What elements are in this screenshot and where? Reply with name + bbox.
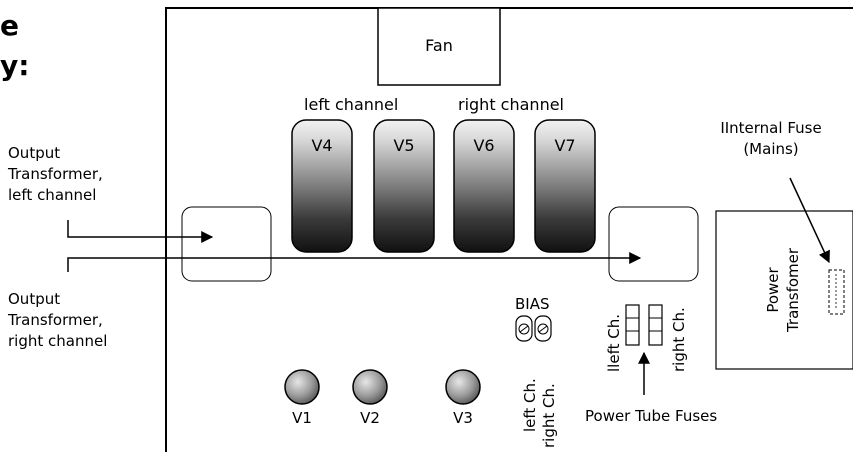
- preamp-tube-v3: [445, 369, 481, 405]
- output-transformer-right-line3: right channel: [8, 332, 108, 350]
- internal-fuse-arrow: [789, 177, 830, 264]
- fuse-right-label: right Ch.: [670, 307, 688, 372]
- output-transformer-right-box: [608, 206, 699, 282]
- power-tube-label-v7: V7: [554, 136, 576, 155]
- bias-trimmer-left: [515, 315, 533, 342]
- power-tube-label-v4: V4: [311, 136, 333, 155]
- preamp-tube-label-v2: V2: [360, 409, 380, 427]
- output-transformer-right-line2: Transformer,: [8, 311, 103, 329]
- output-transformer-left-label: Output Transformer, left channel: [8, 143, 103, 206]
- output-transformer-right-line1: Output: [8, 290, 61, 308]
- preamp-tube-v2: [352, 369, 388, 405]
- power-transformer-label-line2: Transfomer: [784, 247, 802, 333]
- preamp-tube-label-v3: V3: [453, 409, 473, 427]
- preamp-tube-label-v1: V1: [292, 409, 312, 427]
- heading-line2: y:: [0, 49, 30, 82]
- bias-label: BIAS: [515, 295, 550, 313]
- power-tube-v4: [291, 119, 353, 253]
- fuse-left-label: lleft Ch.: [605, 314, 623, 372]
- output-transformer-left-line3: left channel: [8, 186, 97, 204]
- power-tube-fuse-block: [625, 304, 663, 346]
- power-transformer-label-line1: Power: [764, 266, 782, 312]
- fan-label: Fan: [425, 36, 453, 55]
- right-channel-heading: right channel: [458, 95, 564, 114]
- output-transformer-left-box: [181, 206, 272, 282]
- chassis-outline: [165, 7, 853, 452]
- left-channel-arrow: [67, 220, 214, 243]
- power-tube-label-v5: V5: [393, 136, 415, 155]
- power-tube-v7: [534, 119, 596, 253]
- left-channel-heading: left channel: [304, 95, 399, 114]
- power-tube-v6: [453, 119, 515, 253]
- preamp-tube-v1: [284, 369, 320, 405]
- internal-fuse-symbol: [828, 269, 845, 315]
- power-tube-fuses-label: Power Tube Fuses: [585, 407, 718, 425]
- power-tube-label-v6: V6: [473, 136, 495, 155]
- power-tube-v5: [373, 119, 435, 253]
- bias-right-label: right Ch.: [540, 383, 558, 448]
- bias-left-label: left Ch.: [521, 378, 539, 432]
- output-transformer-right-label: Output Transformer, right channel: [8, 289, 107, 352]
- internal-fuse-line1: IInternal Fuse: [720, 119, 822, 137]
- output-transformer-left-line1: Output: [8, 144, 61, 162]
- internal-fuse-label: IInternal Fuse (Mains): [691, 118, 851, 160]
- power-transformer-box: [715, 210, 853, 370]
- heading-line1: e: [0, 9, 19, 42]
- internal-fuse-line2: (Mains): [743, 140, 799, 158]
- fan-box: [377, 7, 501, 86]
- bias-trimmer-right: [534, 315, 552, 342]
- output-transformer-left-line2: Transformer,: [8, 165, 103, 183]
- right-channel-arrow: [67, 252, 642, 272]
